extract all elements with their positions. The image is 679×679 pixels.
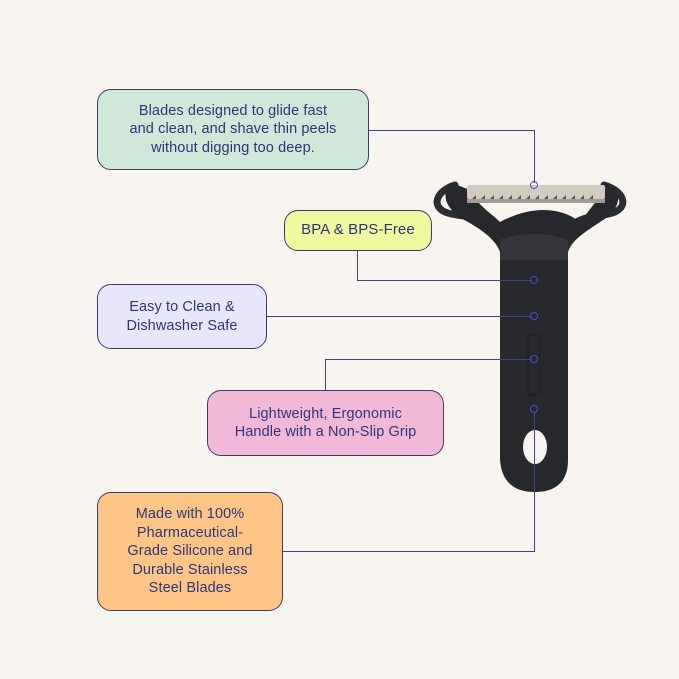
anchor-dot-materials xyxy=(530,405,538,413)
anchor-dot-blades xyxy=(530,181,538,189)
connector-materials-v xyxy=(534,413,536,551)
connector-handle-v xyxy=(325,359,327,390)
callout-ergonomic-handle: Lightweight, Ergonomic Handle with a Non… xyxy=(207,390,444,456)
connector-handle-h xyxy=(325,359,532,361)
connector-blades-h xyxy=(369,130,535,132)
connector-bpa-h xyxy=(357,280,532,282)
connector-materials-h xyxy=(283,551,535,553)
callout-easy-clean: Easy to Clean & Dishwasher Safe xyxy=(97,284,267,349)
anchor-dot-handle xyxy=(530,355,538,363)
anchor-dot-clean xyxy=(530,312,538,320)
connector-bpa-v xyxy=(357,251,359,280)
callout-blades: Blades designed to glide fast and clean,… xyxy=(97,89,369,170)
anchor-dot-bpa xyxy=(530,276,538,284)
callout-materials: Made with 100% Pharmaceutical- Grade Sil… xyxy=(97,492,283,611)
connector-blades-v xyxy=(534,130,536,183)
connector-clean-h xyxy=(267,316,532,318)
callout-bpa-free: BPA & BPS-Free xyxy=(284,210,432,251)
